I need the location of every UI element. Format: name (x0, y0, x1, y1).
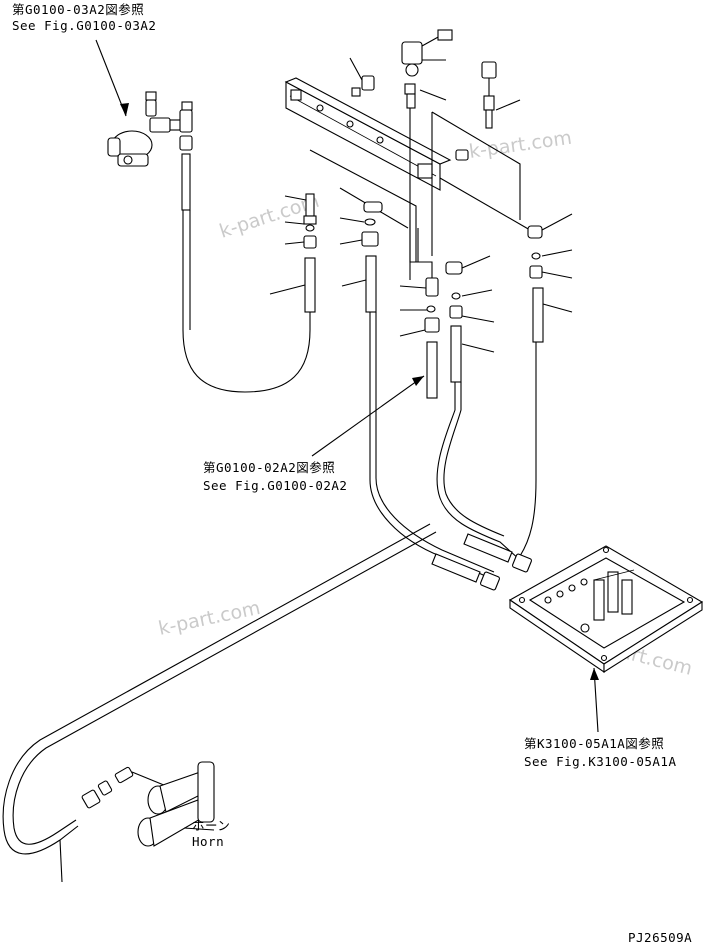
fitting-stack-3 (424, 277, 440, 399)
reference-jp: 第G0100-02A2図参照 (203, 460, 335, 475)
mounting-bracket (284, 77, 452, 191)
fitting-stack-2 (361, 201, 383, 313)
hose-to-panel-2 (436, 382, 521, 561)
control-panel (508, 545, 704, 674)
hose-to-horn (2, 523, 431, 855)
hose-coupling-1 (431, 553, 500, 591)
bolt (351, 75, 375, 97)
watermark-2: k-part.com (468, 127, 574, 163)
horn-label-en: Horn (192, 834, 224, 849)
watermark-3: k-part.com (156, 597, 262, 640)
reference-en: See Fig.K3100-05A1A (524, 754, 677, 769)
horn-label-jp: ホーン (192, 818, 230, 833)
reference-g0100-03a2: 第G0100-03A2図参照 See Fig.G0100-03A2 (12, 2, 156, 117)
hose-to-panel-1 (369, 312, 491, 579)
pressure-switch (401, 29, 453, 109)
fitting-stack-5 (527, 225, 544, 343)
reference-en: See Fig.G0100-03A2 (12, 18, 156, 33)
figure-code: PJ26509A (628, 930, 692, 945)
air-valve-assembly (107, 91, 193, 211)
reference-g0100-02a2: 第G0100-02A2図参照 See Fig.G0100-02A2 (203, 375, 425, 493)
reference-en: See Fig.G0100-02A2 (203, 478, 347, 493)
hose-coupling-2 (463, 533, 532, 573)
reference-jp: 第G0100-03A2図参照 (12, 2, 144, 17)
hose-loop-left (182, 210, 311, 393)
reference-k3100-05a1a: 第K3100-05A1A図参照 See Fig.K3100-05A1A (524, 667, 677, 769)
reference-jp: 第K3100-05A1A図参照 (524, 736, 664, 751)
horn (81, 761, 215, 847)
fitting-elbow-top (455, 149, 469, 161)
sensor (481, 61, 497, 129)
fitting-stack-1 (303, 193, 317, 313)
fitting-stack-4 (445, 261, 463, 383)
